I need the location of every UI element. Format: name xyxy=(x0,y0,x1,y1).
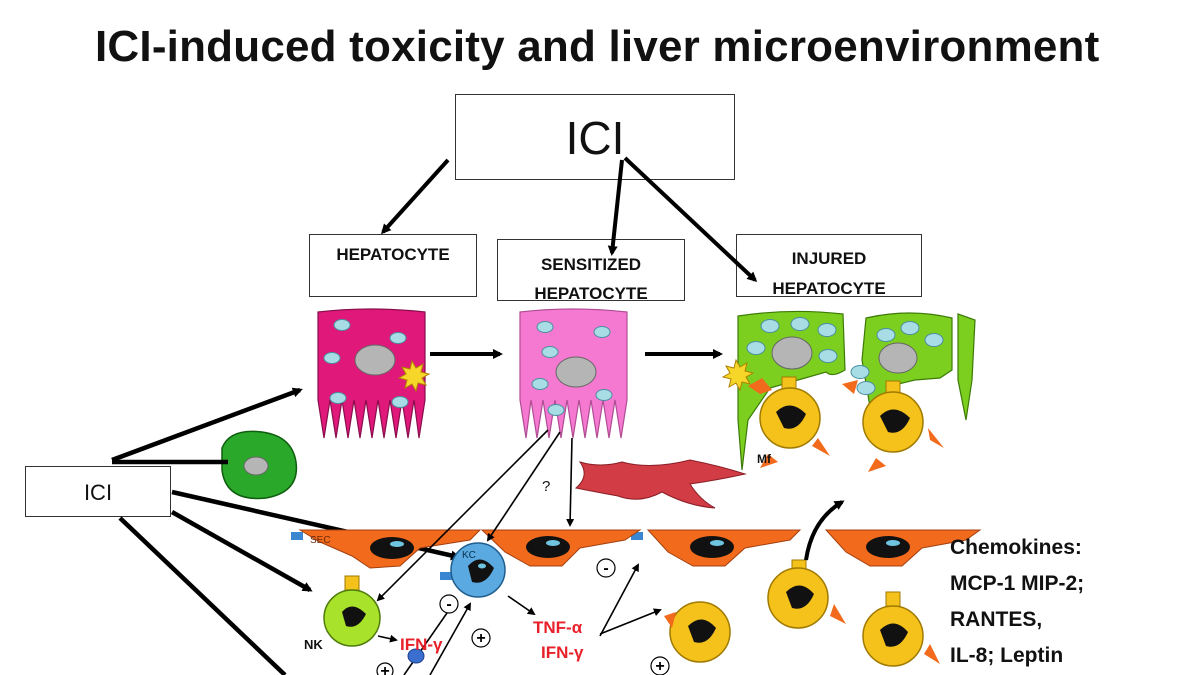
injured-hepatocyte-box: INJURED HEPATOCYTE xyxy=(736,234,922,297)
chemokines-line-1: MCP-1 MIP-2; xyxy=(950,572,1085,595)
chemokines-list: Chemokines: MCP-1 MIP-2; RANTES, IL-8; L… xyxy=(950,530,1200,674)
kupffer-cell xyxy=(450,542,506,598)
chemokines-heading: Chemokines: xyxy=(950,536,1082,559)
endothelial-cell-row xyxy=(291,529,982,580)
plus-sign-2 xyxy=(650,656,670,675)
kc-label: KC xyxy=(462,550,476,561)
diagram-title: ICI-induced toxicity and liver microenvi… xyxy=(95,22,1100,71)
macrophage-injured-1 xyxy=(748,376,830,468)
green-progenitor-cell xyxy=(221,430,298,500)
minus-text-1: - xyxy=(446,596,451,613)
arrow-migration-curve xyxy=(804,500,845,561)
arrow-ici-to-injured xyxy=(623,156,758,283)
kc-tnf-alpha-label: TNF-α xyxy=(533,618,583,637)
plus-sign-1 xyxy=(471,628,491,648)
normal-hepatocyte-cell xyxy=(317,308,431,439)
question-mark-label: ? xyxy=(542,478,550,495)
nk-ifn-gamma-label: IFN-γ xyxy=(400,635,443,654)
ici-top-box: ICI xyxy=(455,94,735,180)
plus-sign-3 xyxy=(376,662,394,675)
nk-label: NK xyxy=(304,637,323,652)
plus-text-2: + xyxy=(655,658,664,675)
arrow-ici-to-hepatocyte xyxy=(380,158,450,235)
plus-text-1: + xyxy=(476,630,485,647)
minus-sign-2 xyxy=(596,558,616,578)
sensitized-hepatocyte-cell xyxy=(519,308,628,439)
hepatocyte-box: HEPATOCYTE xyxy=(309,234,477,297)
sensitized-label-line1: SENSITIZED xyxy=(540,255,642,274)
regulation-signs xyxy=(376,558,670,675)
chemokines-line-2: RANTES, xyxy=(950,608,1043,631)
minus-text-2: - xyxy=(603,560,608,577)
arrow-ici-to-normal-hepatocyte xyxy=(111,387,303,463)
hepatocyte-label: HEPATOCYTE xyxy=(336,245,450,264)
plus-text-3: + xyxy=(380,663,389,675)
injured-label-line1: INJURED xyxy=(791,249,867,268)
macrophage-injured-2 xyxy=(842,380,944,472)
sec-label: SEC xyxy=(310,535,331,546)
arrow-ici-to-sensitized xyxy=(607,159,624,256)
arrow-ici-to-nk xyxy=(170,510,313,592)
macrophage-bottom-2 xyxy=(767,559,846,629)
nk-cell xyxy=(323,575,381,647)
damage-burst-icon xyxy=(397,359,431,393)
sensitized-hepatocyte-box: SENSITIZED HEPATOCYTE xyxy=(497,239,685,301)
macrophage-bottom-3 xyxy=(862,591,940,667)
mf-label: Mf xyxy=(757,452,772,466)
sensitized-label-line2: HEPATOCYTE xyxy=(534,284,648,301)
ifn-secretion-dot xyxy=(407,648,425,664)
ici-left-box: ICI xyxy=(25,466,171,517)
damage-burst-icon xyxy=(721,358,755,392)
injured-label-line2: HEPATOCYTE xyxy=(772,279,886,297)
chemokines-line-3: IL-8; Leptin xyxy=(950,644,1064,667)
arrow-ici-offscreen xyxy=(118,516,287,675)
stellate-cell xyxy=(574,459,747,509)
ici-top-arrows xyxy=(380,156,758,283)
kc-ifn-gamma-label: IFN-γ xyxy=(541,643,584,662)
macrophage-bottom-1 xyxy=(664,601,731,663)
minus-sign-1 xyxy=(439,594,459,614)
